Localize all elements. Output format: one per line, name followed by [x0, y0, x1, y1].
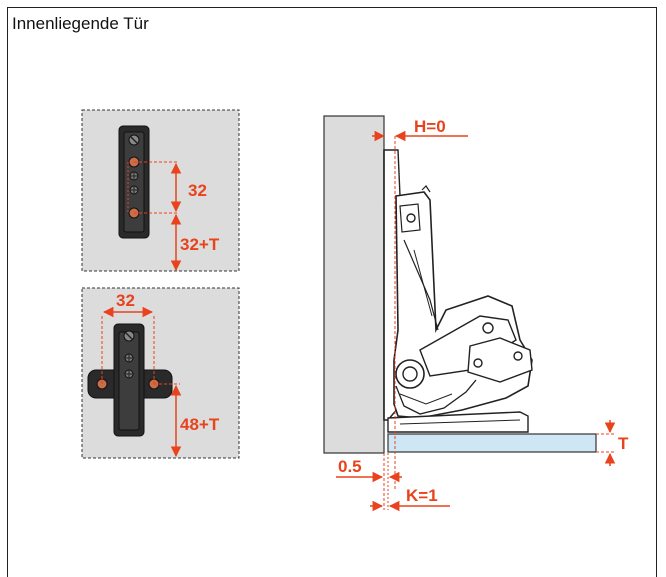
k-label: K=1 [406, 486, 438, 505]
top-panel-bg [81, 109, 240, 272]
mounting-plate-top-view: 32 32+T [81, 109, 240, 272]
door-panel [387, 433, 597, 453]
top-offset-label: 32+T [180, 235, 220, 254]
bottom-hole-spacing-label: 32 [116, 291, 135, 310]
gap-label: 0.5 [338, 457, 362, 476]
t-label: T [618, 434, 629, 453]
hinge-side-view: H=0 T 0.5 K=1 [323, 115, 629, 512]
cabinet-side-wall [323, 115, 385, 454]
h-label: H=0 [414, 117, 446, 136]
cross-plate-top-view: 32 48+T [81, 287, 240, 459]
bottom-offset-label: 48+T [180, 415, 220, 434]
top-hole-spacing-label: 32 [188, 181, 207, 200]
hinge-pivot [395, 359, 425, 389]
diagram-title: Innenliegende Tür [12, 14, 149, 33]
